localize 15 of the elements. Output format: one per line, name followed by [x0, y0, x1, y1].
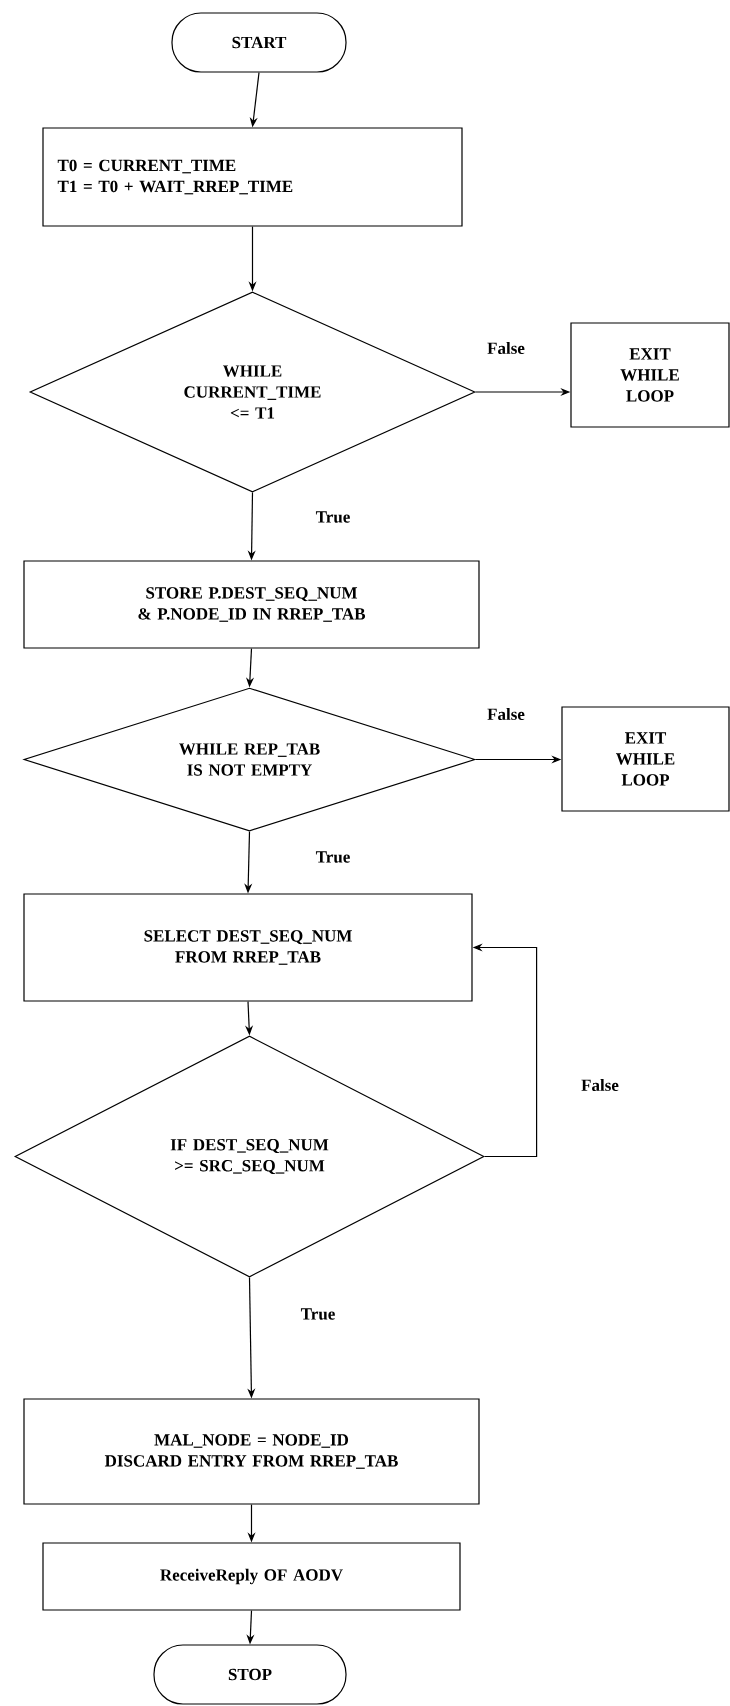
process-box: T0 = CURRENT_TIME T1 = T0 + WAIT_RREP_TIME	[42, 127, 463, 227]
process-box: STORE P.DEST_SEQ_NUM & P.NODE_ID IN RREP_TAB	[23, 560, 480, 649]
process-box: EXIT WHILE LOOP	[570, 322, 730, 428]
terminal-box: STOP	[153, 1644, 347, 1705]
edge-label: True	[299, 1307, 337, 1321]
edge-label: True	[314, 510, 352, 524]
process-box: SELECT DEST_SEQ_NUM FROM RREP_TAB	[23, 893, 473, 1002]
edge-label: False	[580, 1078, 620, 1092]
edge-label: False	[486, 341, 526, 355]
edge-label: False	[486, 707, 526, 721]
process-box: ReceiveReply OF AODV	[42, 1542, 461, 1611]
process-box: EXIT WHILE LOOP	[561, 706, 730, 812]
terminal-box: START	[171, 12, 347, 73]
edge-label: True	[314, 850, 352, 864]
process-box: MAL_NODE = NODE_ID DISCARD ENTRY FROM RREP_TAB	[23, 1398, 480, 1505]
